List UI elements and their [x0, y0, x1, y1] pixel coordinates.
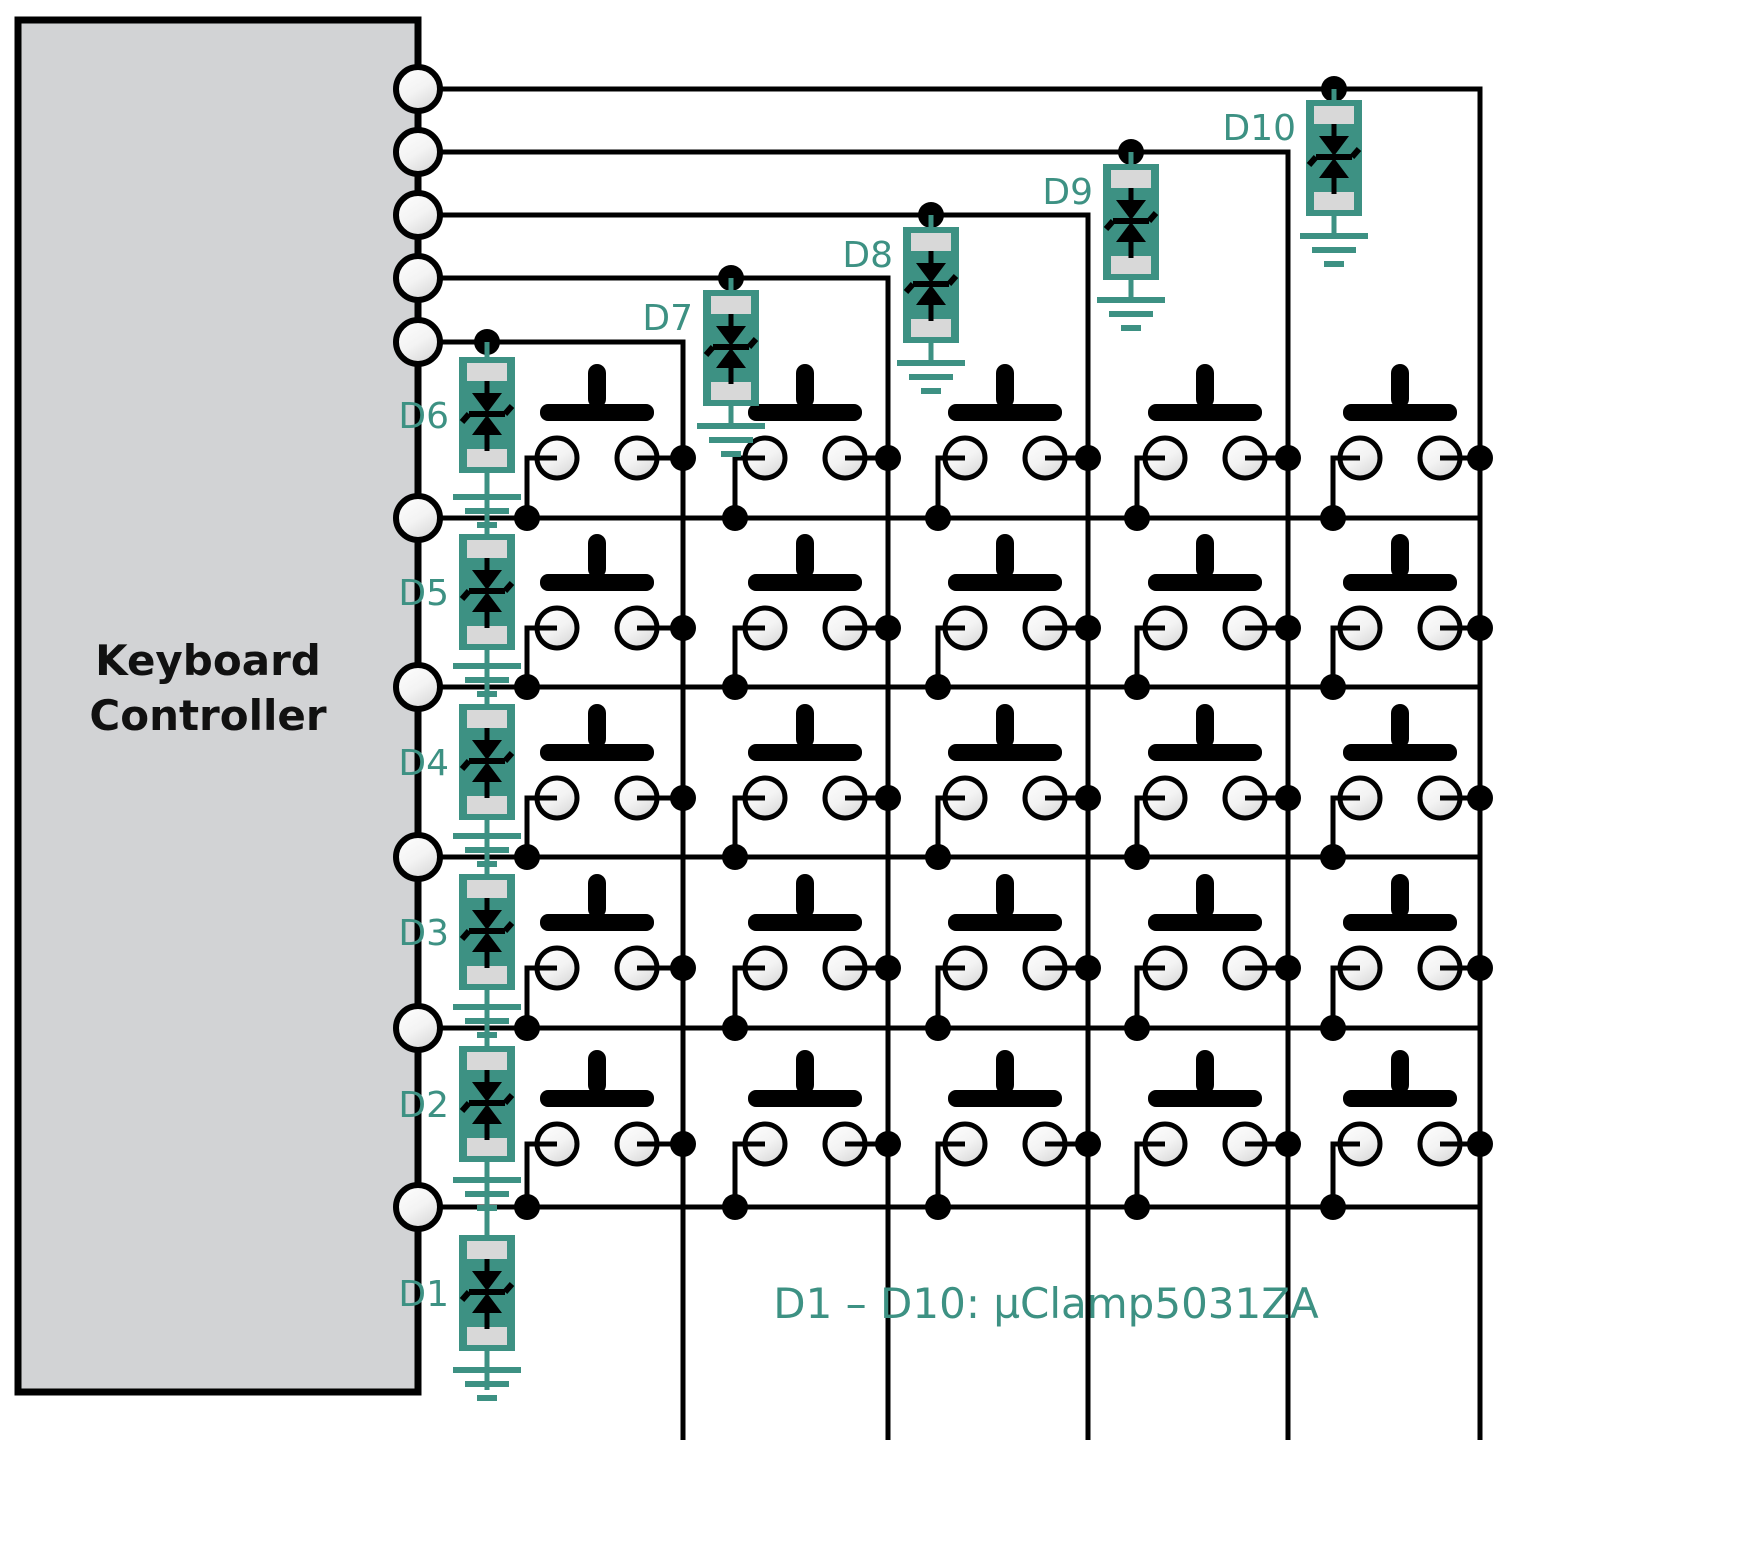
diode-label-D8: D8 [842, 235, 893, 276]
matrix-row-4 [514, 874, 1493, 1041]
ground-symbol [897, 363, 965, 391]
pin-col-3[interactable] [393, 190, 443, 240]
pin-row-5[interactable] [393, 1182, 443, 1232]
matrix-row-5 [514, 1050, 1493, 1220]
pin-row-3[interactable] [393, 832, 443, 882]
diode-label-D2: D2 [398, 1085, 449, 1126]
matrix-row-1 [514, 364, 1493, 531]
diode-D3[interactable]: D3 [398, 874, 521, 1035]
controller-label-line1: Keyboard [95, 636, 321, 685]
diode-label-D3: D3 [398, 913, 449, 954]
pin-row-1[interactable] [393, 493, 443, 543]
diode-D9[interactable]: D9 [1042, 164, 1165, 328]
key-switch[interactable] [945, 704, 1065, 818]
diode-D7[interactable]: D7 [642, 290, 765, 454]
matrix-row-2 [514, 534, 1493, 700]
key-switch[interactable] [945, 874, 1065, 988]
diode-label-D7: D7 [642, 298, 693, 339]
matrix-row-3 [514, 704, 1493, 870]
diode-D5[interactable]: D5 [398, 534, 521, 694]
diode-D4[interactable]: D4 [398, 704, 521, 864]
key-switch[interactable] [745, 704, 865, 818]
diode-label-D4: D4 [398, 743, 449, 784]
key-switch[interactable] [1145, 534, 1265, 648]
key-switch[interactable] [537, 1050, 657, 1164]
ground-symbol [1300, 236, 1368, 264]
key-switch[interactable] [1340, 874, 1460, 988]
diode-D2[interactable]: D2 [398, 1046, 521, 1208]
key-switch[interactable] [945, 534, 1065, 648]
key-switch[interactable] [1340, 704, 1460, 818]
schematic-note: D1 – D10: µClamp5031ZA [773, 1279, 1319, 1328]
key-switch[interactable] [537, 874, 657, 988]
key-switch[interactable] [1145, 874, 1265, 988]
diode-label-D10: D10 [1222, 108, 1296, 149]
controller-label-line2: Controller [89, 691, 327, 740]
key-switch[interactable] [1145, 364, 1265, 478]
key-switch[interactable] [1340, 364, 1460, 478]
diode-D6[interactable]: D6 [398, 357, 521, 525]
key-switch[interactable] [537, 364, 657, 478]
pin-col-2[interactable] [393, 127, 443, 177]
diode-D10[interactable]: D10 [1222, 100, 1368, 264]
net-column-1 [418, 76, 1483, 1440]
key-switch[interactable] [1145, 704, 1265, 818]
key-switch[interactable] [1340, 1050, 1460, 1164]
pin-col-5[interactable] [393, 317, 443, 367]
key-switch[interactable] [745, 1050, 865, 1164]
diode-label-D9: D9 [1042, 172, 1093, 213]
controller-pins [393, 64, 443, 1232]
net-column-2 [418, 139, 1291, 1440]
pin-row-4[interactable] [393, 1003, 443, 1053]
diode-D1[interactable]: D1 [398, 1235, 521, 1398]
pin-col-1[interactable] [393, 64, 443, 114]
key-switch[interactable] [745, 364, 865, 478]
diode-label-D5: D5 [398, 573, 449, 614]
net-column-3 [418, 202, 1091, 1440]
key-switch[interactable] [537, 534, 657, 648]
key-switch[interactable] [945, 364, 1065, 478]
key-switch[interactable] [537, 704, 657, 818]
ground-symbol [1097, 300, 1165, 328]
diode-label-D1: D1 [398, 1274, 449, 1315]
key-switch[interactable] [745, 534, 865, 648]
pin-col-4[interactable] [393, 253, 443, 303]
key-switch[interactable] [1145, 1050, 1265, 1164]
keyboard-controller-block: Keyboard Controller [14, 16, 422, 1396]
diode-D8[interactable]: D8 [842, 227, 965, 391]
net-column-4 [418, 265, 891, 1440]
diode-label-D6: D6 [398, 396, 449, 437]
key-switch[interactable] [1340, 534, 1460, 648]
pin-row-2[interactable] [393, 662, 443, 712]
key-switch[interactable] [745, 874, 865, 988]
key-switch[interactable] [945, 1050, 1065, 1164]
